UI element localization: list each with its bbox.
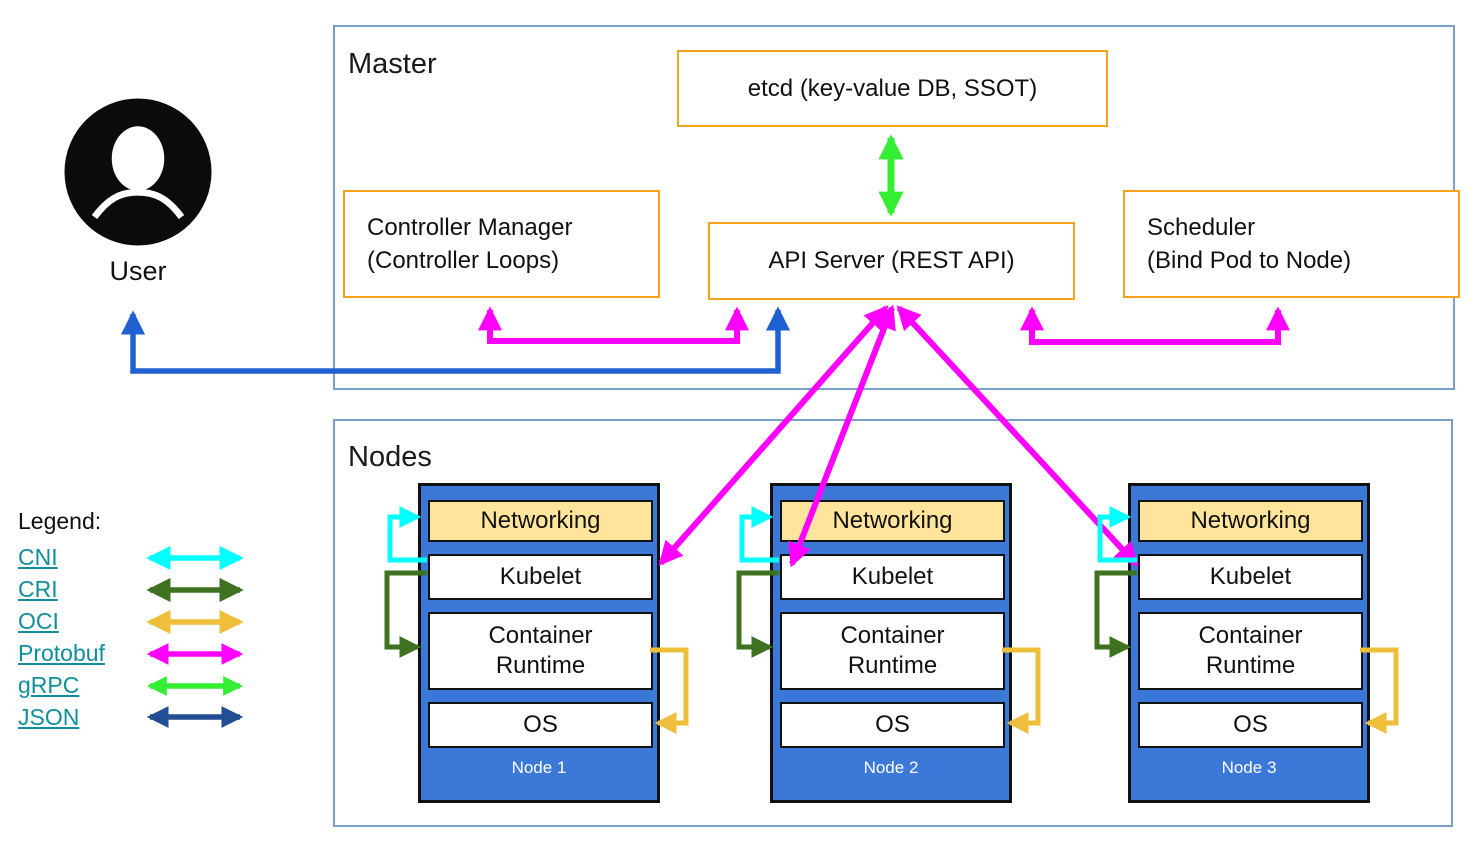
master-section-title: Master (348, 48, 437, 80)
node-3-box: Networking Kubelet Container Runtime OS … (1128, 483, 1370, 803)
etcd-box: etcd (key-value DB, SSOT) (677, 50, 1108, 127)
node-2-kubelet-layer: Kubelet (780, 554, 1005, 600)
networking-label: Networking (1190, 507, 1311, 534)
node-3-kubelet-layer: Kubelet (1138, 554, 1363, 600)
node-3-label: Node 3 (1221, 758, 1277, 777)
etcd-label: etcd (key-value DB, SSOT) (747, 74, 1038, 102)
node-1-networking-layer: Networking (428, 500, 653, 542)
container-runtime-label: Container Runtime (840, 622, 945, 679)
container-runtime-label: Container Runtime (488, 622, 593, 679)
os-label: OS (1233, 711, 1268, 738)
os-label: OS (875, 711, 910, 738)
node-2-os-layer: OS (780, 702, 1005, 748)
node-3-container-runtime-layer: Container Runtime (1138, 612, 1363, 690)
node-1-kubelet-layer: Kubelet (428, 554, 653, 600)
legend-link-oci[interactable]: OCI (18, 608, 59, 634)
container-runtime-label: Container Runtime (1198, 622, 1303, 679)
node-1-os-layer: OS (428, 702, 653, 748)
networking-label: Networking (480, 507, 601, 534)
user-icon (64, 98, 212, 246)
controller-manager-label: Controller Manager (367, 214, 573, 241)
node-2-box: Networking Kubelet Container Runtime OS … (770, 483, 1012, 803)
kubelet-label: Kubelet (851, 563, 934, 590)
node-2-label: Node 2 (863, 758, 919, 777)
scheduler-sublabel: (Bind Pod to Node) (1147, 247, 1352, 274)
legend-title: Legend: (18, 508, 102, 534)
legend-link-protobuf[interactable]: Protobuf (18, 640, 105, 666)
legend-link-json[interactable]: JSON (18, 704, 80, 730)
scheduler-box: Scheduler (Bind Pod to Node) (1123, 190, 1460, 298)
api-server-label: API Server (REST API) (768, 247, 1015, 274)
node-1-label: Node 1 (511, 758, 567, 777)
legend-link-cni[interactable]: CNI (18, 544, 58, 570)
legend-link-grpc[interactable]: gRPC (18, 672, 80, 698)
controller-manager-sublabel: (Controller Loops) (367, 247, 560, 274)
user-label: User (109, 256, 167, 286)
node-1-box: Networking Kubelet Container Runtime OS … (418, 483, 660, 803)
node-2-networking-layer: Networking (780, 500, 1005, 542)
scheduler-label: Scheduler (1147, 214, 1256, 241)
api-server-box: API Server (REST API) (708, 222, 1075, 300)
kubelet-label: Kubelet (1209, 563, 1292, 590)
networking-label: Networking (832, 507, 953, 534)
nodes-section-title: Nodes (348, 441, 432, 473)
controller-manager-box: Controller Manager (Controller Loops) (343, 190, 660, 298)
node-1-container-runtime-layer: Container Runtime (428, 612, 653, 690)
node-2-container-runtime-layer: Container Runtime (780, 612, 1005, 690)
os-label: OS (523, 711, 558, 738)
node-3-networking-layer: Networking (1138, 500, 1363, 542)
legend-link-cri[interactable]: CRI (18, 576, 58, 602)
node-3-os-layer: OS (1138, 702, 1363, 748)
kubelet-label: Kubelet (499, 563, 582, 590)
